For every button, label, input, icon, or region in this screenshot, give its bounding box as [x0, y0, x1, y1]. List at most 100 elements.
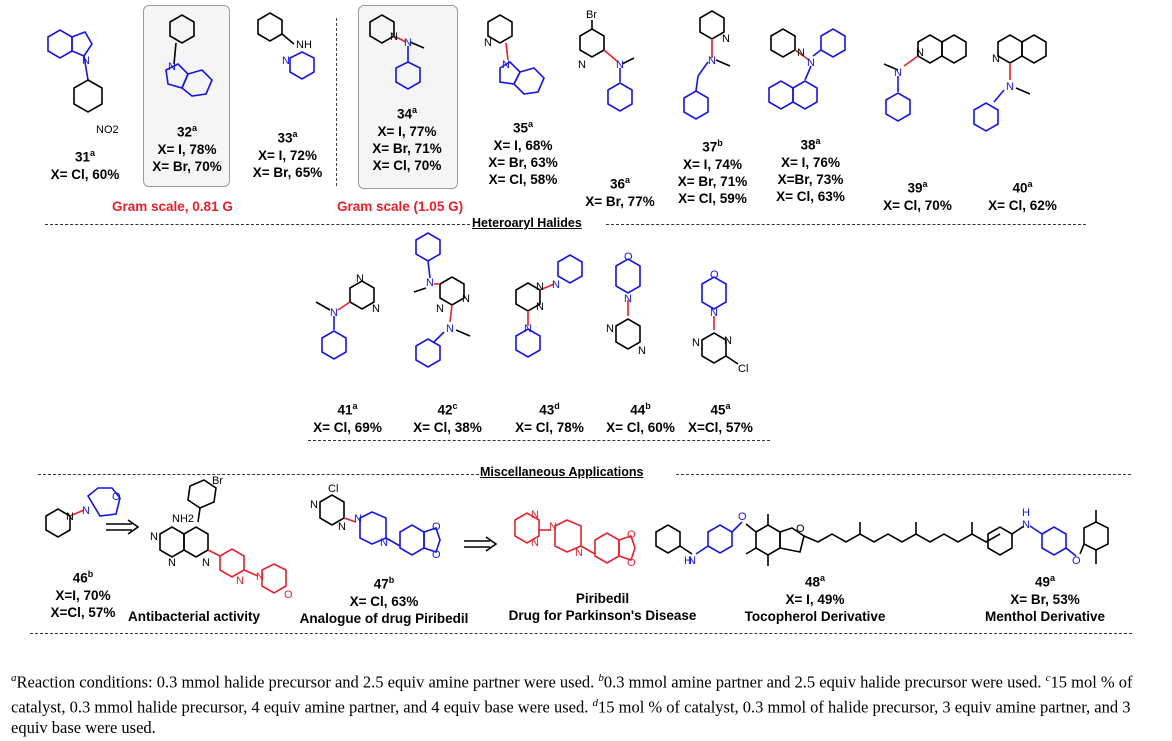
highlight-box-32 — [143, 5, 230, 187]
compound-34-label: 34a X= I, 77% X= Br, 71% X= Cl, 70% — [372, 105, 442, 173]
svg-text:N: N — [338, 521, 346, 533]
svg-text:O: O — [627, 557, 636, 569]
highlight-box-34 — [358, 5, 458, 189]
structure-40: N N — [973, 34, 1047, 132]
svg-text:N: N — [82, 505, 90, 517]
svg-text:O: O — [796, 523, 805, 535]
divider-misc-bottom — [30, 633, 1132, 634]
svg-text:O: O — [710, 269, 719, 281]
compound-46-label: 46b X=I, 70% X=Cl, 57% — [50, 569, 116, 620]
structure-32: N — [165, 14, 213, 97]
compound-38-label: 38a X= I, 76% X=Br, 73% X= Cl, 63% — [776, 136, 845, 204]
svg-text:NO2: NO2 — [96, 124, 119, 136]
svg-text:N: N — [256, 571, 264, 583]
structure-39: N N — [883, 34, 967, 122]
svg-text:O: O — [432, 549, 441, 561]
svg-text:O: O — [738, 511, 747, 523]
svg-text:N: N — [372, 303, 380, 315]
svg-text:Cl: Cl — [328, 483, 338, 495]
svg-text:N: N — [282, 55, 290, 67]
structure-38: N N — [768, 28, 846, 110]
svg-text:N: N — [710, 307, 718, 319]
structure-33: NH N — [257, 12, 315, 80]
structure-31: N NO2 — [47, 29, 119, 136]
svg-text:N: N — [797, 47, 805, 59]
svg-text:H: H — [1022, 507, 1030, 519]
compound-36-label: 36a X= Br, 77% — [585, 175, 655, 209]
svg-text:O: O — [1072, 555, 1081, 567]
svg-text:N: N — [202, 557, 210, 569]
svg-text:N: N — [330, 307, 338, 319]
structure-piribedil: N N N N O O — [514, 509, 636, 569]
compound-35-label: 35a X= I, 68% X= Br, 63% X= Cl, 58% — [488, 119, 558, 187]
svg-text:N: N — [356, 273, 364, 285]
svg-text:N: N — [426, 277, 434, 289]
arrow-46 — [106, 519, 140, 535]
compound-33-label: 33a X= I, 72% X= Br, 65% — [252, 129, 323, 180]
svg-text:N: N — [531, 509, 539, 521]
compound-39-label: 39a X= Cl, 70% — [883, 179, 952, 213]
divider-misc-left — [38, 474, 479, 475]
svg-text:N: N — [536, 281, 544, 293]
svg-text:O: O — [627, 529, 636, 541]
svg-text:Cl: Cl — [738, 363, 748, 375]
svg-text:N: N — [236, 575, 244, 587]
compound-47-label: 47b X= Cl, 63% Analogue of drug Piribedi… — [299, 575, 469, 626]
svg-text:N: N — [404, 37, 412, 49]
structure-46: O N N — [45, 487, 121, 538]
structure-47: Cl N N N N O O — [310, 483, 441, 561]
structure-37: N N — [683, 10, 731, 120]
svg-text:N: N — [531, 537, 539, 549]
svg-text:N: N — [722, 33, 730, 45]
svg-text:N: N — [606, 323, 614, 335]
svg-text:N: N — [894, 67, 902, 79]
footnote: aReaction conditions: 0.3 mmol halide pr… — [11, 672, 1133, 737]
svg-text:O: O — [624, 251, 633, 263]
svg-text:O: O — [284, 589, 293, 601]
compound-43-label: 43d X= Cl, 78% — [515, 401, 584, 435]
vertical-divider — [336, 18, 337, 186]
compound-48-label: 48a X= I, 49% Tocopherol Derivative — [744, 573, 886, 624]
svg-text:N: N — [688, 555, 696, 567]
piribedil-label: Piribedil Drug for Parkinson's Disease — [508, 591, 697, 623]
svg-text:N: N — [390, 31, 398, 43]
svg-text:N: N — [354, 513, 362, 525]
svg-text:N: N — [484, 37, 492, 49]
svg-text:N: N — [66, 511, 74, 523]
svg-text:N: N — [616, 59, 624, 71]
svg-text:N: N — [82, 55, 90, 67]
compound-49-label: 49a X= Br, 53% Menthol Derivative — [984, 573, 1106, 624]
svg-text:N: N — [168, 61, 176, 73]
svg-text:N: N — [462, 293, 470, 305]
structure-42: N N N N — [413, 232, 471, 368]
compound-45-label: 45a X=Cl, 57% — [688, 401, 753, 435]
svg-text:H: H — [684, 555, 692, 567]
compound-31-label: 31a X= Cl, 60% — [50, 148, 120, 182]
svg-text:N: N — [1022, 519, 1030, 531]
svg-text:N: N — [992, 53, 1000, 65]
compound-37-label: 37b X= I, 74% X= Br, 71% X= Cl, 59% — [677, 138, 748, 206]
divider-misc-right — [676, 474, 1131, 475]
structure-35: N N — [484, 14, 545, 95]
gram-scale-34: Gram scale (1.05 G) — [337, 199, 464, 214]
compound-44-label: 44b X= Cl, 60% — [606, 401, 675, 435]
compound-41-label: 41a X= Cl, 69% — [313, 401, 382, 435]
svg-text:N: N — [549, 521, 557, 533]
section-heteroaryl-halides: Heteroaryl Halides — [472, 216, 582, 230]
structure-43: N N N N — [515, 254, 583, 358]
structure-48: O O N H — [655, 511, 1001, 567]
svg-text:N: N — [446, 323, 454, 335]
svg-text:NH: NH — [296, 39, 312, 51]
svg-text:N: N — [575, 547, 583, 559]
svg-text:NH2: NH2 — [172, 513, 194, 525]
divider-heteroaryl-right — [606, 224, 1086, 225]
divider-heteroaryl-bottom — [308, 440, 770, 441]
structure-antibacterial: Br NH2 N N N N N O — [150, 475, 293, 601]
svg-text:N: N — [436, 303, 444, 315]
svg-text:O: O — [112, 491, 121, 503]
svg-text:Br: Br — [586, 9, 597, 21]
structure-36: Br N N — [578, 9, 635, 112]
svg-text:N: N — [692, 337, 700, 349]
antibacterial-label: Antibacterial activity — [128, 609, 261, 624]
svg-text:N: N — [150, 531, 158, 543]
